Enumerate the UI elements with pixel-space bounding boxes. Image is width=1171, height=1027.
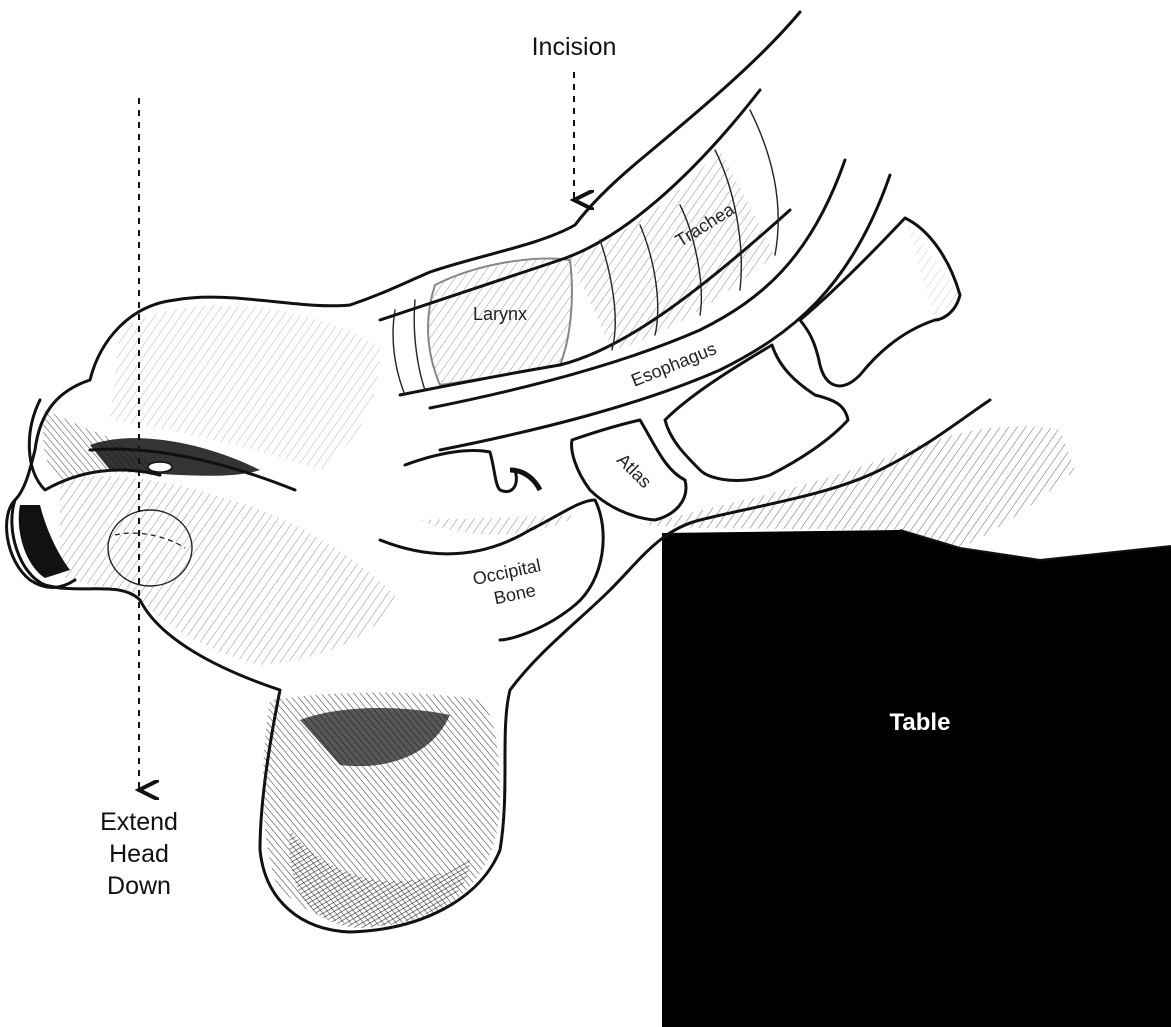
svg-text:Head: Head (109, 840, 169, 868)
svg-text:Bone: Bone (492, 580, 537, 608)
extend-head-down-label: Extend Head Down (100, 808, 178, 900)
table-block (662, 530, 1171, 1027)
svg-text:Down: Down (107, 872, 171, 900)
occipital-bone-label: Occipital Bone (471, 555, 543, 608)
trachea-tube (380, 90, 790, 395)
svg-text:Extend: Extend (100, 808, 178, 836)
esophagus-label: Esophagus (628, 338, 719, 390)
larynx-label: Larynx (473, 304, 527, 324)
table-label: Table (890, 709, 951, 736)
incision-label: Incision (532, 33, 617, 61)
